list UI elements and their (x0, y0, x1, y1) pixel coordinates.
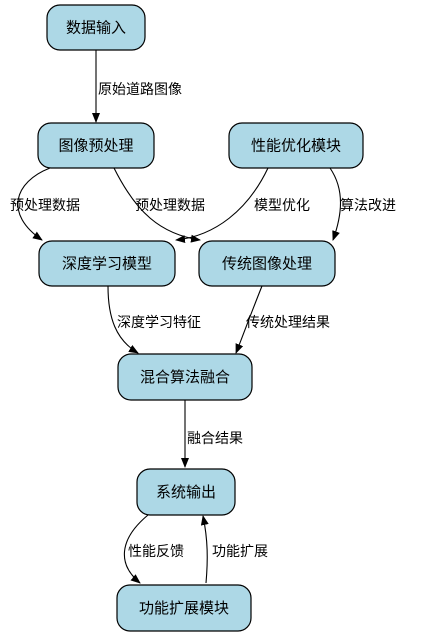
node-preprocess: 图像预处理 (37, 122, 155, 169)
edge-trad-to-fusion (235, 285, 263, 354)
node-trad-proc: 传统图像处理 (198, 240, 336, 287)
edge-labels: 原始道路图像 预处理数据 预处理数据 模型优化 算法改进 深度学习特征 传统处理… (10, 82, 396, 560)
node-fusion: 混合算法融合 (117, 353, 253, 401)
edge-label-fusion-to-output: 融合结果 (187, 431, 243, 447)
edge-label-preprocess-to-trad: 预处理数据 (135, 198, 205, 214)
node-label-perf-opt: 性能优化模块 (251, 137, 341, 155)
node-extension: 功能扩展模块 (116, 584, 252, 632)
edge-label-deep-to-fusion: 深度学习特征 (117, 315, 201, 331)
edge-label-trad-to-fusion: 传统处理结果 (246, 315, 330, 331)
edge-deep-to-fusion (107, 285, 139, 354)
node-label-output: 系统输出 (156, 483, 216, 501)
edge-label-extension-to-output: 功能扩展 (212, 544, 268, 560)
edge-preprocess-to-deep (17, 167, 51, 241)
node-label-trad-proc: 传统图像处理 (222, 255, 312, 273)
edge-label-opt-to-trad: 算法改进 (340, 198, 396, 214)
node-perf-opt: 性能优化模块 (228, 122, 364, 169)
edge-label-opt-to-deep: 模型优化 (254, 198, 310, 214)
edge-output-to-extension (123, 514, 149, 584)
edge-label-output-to-extension: 性能反馈 (128, 544, 184, 560)
edge-preprocess-to-trad (113, 167, 201, 243)
nodes: 数据输入 图像预处理 性能优化模块 深度学习模型 传统图像处理 混合算法融合 系… (37, 4, 364, 632)
edge-label-input-to-preprocess: 原始道路图像 (98, 82, 182, 98)
edge-extension-to-output (200, 515, 209, 584)
node-label-preprocess: 图像预处理 (58, 137, 133, 155)
node-output: 系统输出 (136, 468, 236, 516)
edge-opt-to-trad (329, 167, 341, 241)
node-label-extension: 功能扩展模块 (139, 599, 229, 617)
node-deep-model: 深度学习模型 (38, 240, 176, 287)
node-data-input: 数据输入 (46, 4, 146, 51)
edge-opt-to-deep (175, 167, 269, 244)
node-label-deep-model: 深度学习模型 (62, 255, 152, 273)
edge-label-preprocess-to-deep: 预处理数据 (10, 198, 80, 214)
node-label-data-input: 数据输入 (66, 19, 126, 37)
edges (17, 50, 341, 584)
node-label-fusion: 混合算法融合 (140, 368, 230, 386)
